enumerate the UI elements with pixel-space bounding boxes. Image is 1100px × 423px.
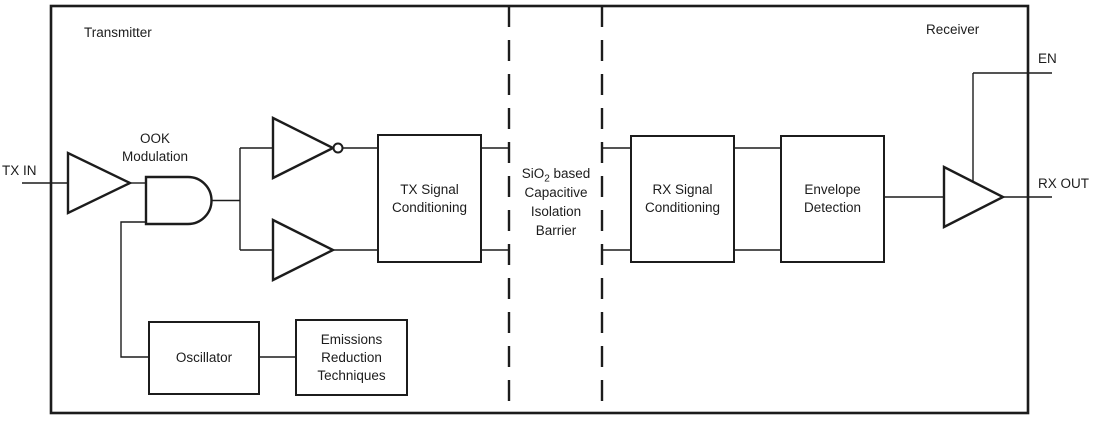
barrier-formula-prefix: SiO [521, 166, 545, 181]
block-tx-signal-conditioning: TX Signal Conditioning [377, 134, 482, 263]
barrier-formula-line: SiO2 based [506, 164, 606, 185]
port-label-rx-out: RX OUT [1038, 176, 1090, 191]
inverter-gate-icon [271, 116, 336, 180]
barrier-line-capacitive: Capacitive [524, 185, 588, 200]
lower-buffer-icon [271, 218, 336, 282]
port-label-en: EN [1038, 51, 1057, 66]
receiver-section-title: Receiver [926, 22, 980, 37]
block-rx-signal-conditioning: RX Signal Conditioning [630, 135, 735, 263]
isolation-barrier-label: SiO2 based Capacitive Isolation Barrier [506, 164, 606, 240]
inverter-bubble-icon [332, 142, 344, 154]
rx-output-buffer-icon [942, 165, 1006, 229]
device-boundary [49, 4, 1030, 415]
ook-modulation-label: OOK Modulation [121, 131, 189, 164]
block-envelope-detection: Envelope Detection [780, 135, 885, 263]
wire-oscillator-to-and [120, 221, 148, 358]
barrier-formula-subscript: 2 [544, 173, 550, 185]
barrier-formula-suffix: based [549, 166, 591, 181]
tx-input-buffer-icon [66, 151, 133, 215]
block-emissions-reduction: Emissions Reduction Techniques [295, 319, 408, 396]
and-gate-icon [144, 175, 213, 226]
barrier-line-isolation: Isolation [530, 204, 582, 219]
transmitter-section-title: Transmitter [84, 25, 152, 40]
port-label-tx-in: TX IN [2, 163, 37, 178]
barrier-line-barrier: Barrier [535, 223, 577, 238]
block-oscillator: Oscillator [148, 321, 260, 395]
